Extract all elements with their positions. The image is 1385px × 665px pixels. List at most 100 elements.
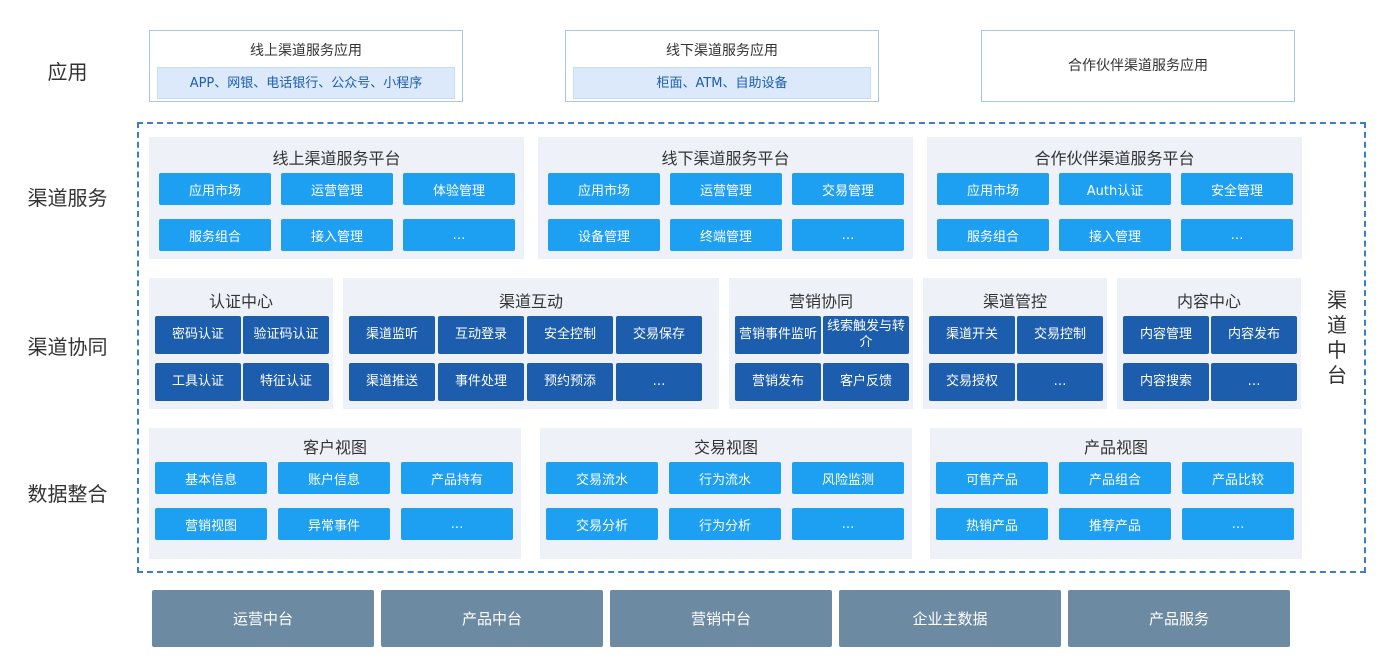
service-item[interactable]: 服务组合 xyxy=(159,219,271,251)
row-label-application: 应用 xyxy=(47,60,88,84)
collab-panel-title: 渠道互动 xyxy=(498,292,563,311)
collab-panel: 营销协同营销事件监听线索触发与转介营销发布客户反馈 xyxy=(729,278,913,409)
service-item[interactable]: 应用市场 xyxy=(159,173,271,205)
data-item[interactable]: 异常事件 xyxy=(278,508,390,540)
collab-item[interactable]: 验证码认证 xyxy=(243,316,329,354)
collab-item[interactable]: … xyxy=(616,363,702,401)
collab-item[interactable]: … xyxy=(1211,363,1297,401)
collab-panel: 渠道管控渠道开关交易控制交易授权… xyxy=(923,278,1107,409)
channel-middle-platform-region xyxy=(137,122,1366,573)
row-label-data-integration: 数据整合 xyxy=(27,482,108,506)
middle-platform-label: 渠道中台 xyxy=(1327,288,1347,387)
data-item[interactable]: 交易流水 xyxy=(546,462,658,494)
service-panel-title: 线上渠道服务平台 xyxy=(272,149,401,168)
bottom-platform-item[interactable]: 运营中台 xyxy=(152,590,374,647)
collab-item[interactable]: 内容搜索 xyxy=(1123,363,1209,401)
collab-panel: 渠道互动渠道监听互动登录安全控制交易保存渠道推送事件处理预约预添… xyxy=(343,278,719,409)
service-panel: 线上渠道服务平台应用市场运营管理体验管理服务组合接入管理 … xyxy=(149,137,524,259)
service-item[interactable]: 交易管理 xyxy=(792,173,904,205)
collab-item[interactable]: 工具认证 xyxy=(155,363,241,401)
service-item[interactable]: Auth认证 xyxy=(1059,173,1171,205)
service-item[interactable]: 接入管理 xyxy=(1059,219,1171,251)
app-offline-title: 线下渠道服务应用 xyxy=(666,43,778,59)
collab-panel: 认证中心密码认证验证码认证工具认证特征认证 xyxy=(149,278,333,409)
data-panel-title: 客户视图 xyxy=(302,438,367,457)
service-item[interactable]: … xyxy=(792,219,904,251)
app-partner-title: 合作伙伴渠道服务应用 xyxy=(1068,58,1208,74)
collab-item[interactable]: 渠道推送 xyxy=(349,363,435,401)
collab-item[interactable]: 事件处理 xyxy=(438,363,524,401)
collab-item[interactable]: 安全控制 xyxy=(527,316,613,354)
data-item[interactable]: 风险监测 xyxy=(792,462,904,494)
service-panel: 线下渠道服务平台应用市场运营管理交易管理设备管理终端管理… xyxy=(538,137,913,259)
service-item[interactable]: 安全管理 xyxy=(1181,173,1293,205)
collab-item[interactable]: 线索触发与转介 xyxy=(823,316,909,354)
collab-panel-title: 渠道管控 xyxy=(982,292,1047,311)
collab-item[interactable]: 交易授权 xyxy=(929,363,1015,401)
collab-item[interactable]: 特征认证 xyxy=(243,363,329,401)
collab-item[interactable]: 内容管理 xyxy=(1123,316,1209,354)
collab-panel-title: 营销协同 xyxy=(788,292,853,311)
service-panel-title: 合作伙伴渠道服务平台 xyxy=(1034,149,1195,168)
data-item[interactable]: 热销产品 xyxy=(936,508,1048,540)
app-offline-sub: 柜面、ATM、自助设备 xyxy=(573,67,871,99)
data-panel-title: 交易视图 xyxy=(693,438,758,457)
collab-item[interactable]: 营销事件监听 xyxy=(735,316,821,354)
app-online-sub: APP、网银、电话银行、公众号、小程序 xyxy=(157,67,455,99)
collab-item[interactable]: 密码认证 xyxy=(155,316,241,354)
data-panel: 产品视图可售产品产品组合产品比较热销产品推荐产品 … xyxy=(930,428,1302,559)
collab-panel-title: 内容中心 xyxy=(1176,292,1241,311)
app-partner: 合作伙伴渠道服务应用 xyxy=(981,30,1295,102)
service-item[interactable]: … xyxy=(1181,219,1293,251)
service-item[interactable]: 应用市场 xyxy=(937,173,1049,205)
collab-item[interactable]: 内容发布 xyxy=(1211,316,1297,354)
collab-item[interactable]: 渠道监听 xyxy=(349,316,435,354)
service-item[interactable]: 接入管理 xyxy=(281,219,393,251)
data-panel-title: 产品视图 xyxy=(1083,438,1148,457)
bottom-platform-item[interactable]: 产品中台 xyxy=(381,590,603,647)
data-item[interactable]: 行为流水 xyxy=(669,462,781,494)
service-item[interactable]: 运营管理 xyxy=(670,173,782,205)
data-item[interactable]: … xyxy=(1182,508,1294,540)
row-label-channel-collab: 渠道协同 xyxy=(27,335,108,359)
data-item[interactable]: 产品持有 xyxy=(401,462,513,494)
bottom-platform-item[interactable]: 营销中台 xyxy=(610,590,832,647)
data-item[interactable]: 账户信息 xyxy=(278,462,390,494)
app-offline: 线下渠道服务应用 柜面、ATM、自助设备 xyxy=(565,30,879,102)
service-item[interactable]: 运营管理 xyxy=(281,173,393,205)
service-item[interactable]: … xyxy=(403,219,515,251)
collab-panel-title: 认证中心 xyxy=(208,292,273,311)
data-item[interactable]: 可售产品 xyxy=(936,462,1048,494)
row-label-channel-service: 渠道服务 xyxy=(27,186,108,210)
bottom-platform-item[interactable]: 企业主数据 xyxy=(839,590,1061,647)
data-item[interactable]: 营销视图 xyxy=(155,508,267,540)
data-item[interactable]: 行为分析 xyxy=(669,508,781,540)
collab-item[interactable]: 客户反馈 xyxy=(823,363,909,401)
collab-item[interactable]: 渠道开关 xyxy=(929,316,1015,354)
data-item[interactable]: 交易分析 xyxy=(546,508,658,540)
service-item[interactable]: 体验管理 xyxy=(403,173,515,205)
data-item[interactable]: 产品比较 xyxy=(1182,462,1294,494)
data-panel: 交易视图交易流水行为流水风险监测交易分析行为分析 … xyxy=(540,428,912,559)
collab-item[interactable]: 交易保存 xyxy=(616,316,702,354)
collab-item[interactable]: 营销发布 xyxy=(735,363,821,401)
collab-item[interactable]: … xyxy=(1017,363,1103,401)
app-online: 线上渠道服务应用 APP、网银、电话银行、公众号、小程序 xyxy=(149,30,463,102)
app-online-title: 线上渠道服务应用 xyxy=(250,43,362,59)
data-item[interactable]: … xyxy=(792,508,904,540)
data-item[interactable]: 推荐产品 xyxy=(1059,508,1171,540)
data-item[interactable]: 基本信息 xyxy=(155,462,267,494)
data-panel: 客户视图基本信息账户信息产品持有营销视图异常事件 … xyxy=(149,428,521,559)
collab-item[interactable]: 预约预添 xyxy=(527,363,613,401)
service-item[interactable]: 设备管理 xyxy=(548,219,660,251)
service-item[interactable]: 终端管理 xyxy=(670,219,782,251)
collab-panel: 内容中心内容管理内容发布内容搜索… xyxy=(1117,278,1301,409)
collab-item[interactable]: 交易控制 xyxy=(1017,316,1103,354)
service-item[interactable]: 服务组合 xyxy=(937,219,1049,251)
service-panel: 合作伙伴渠道服务平台应用市场 Auth认证安全管理服务组合接入管理 … xyxy=(927,137,1302,259)
data-item[interactable]: … xyxy=(401,508,513,540)
bottom-platform-item[interactable]: 产品服务 xyxy=(1068,590,1290,647)
collab-item[interactable]: 互动登录 xyxy=(438,316,524,354)
service-item[interactable]: 应用市场 xyxy=(548,173,660,205)
data-item[interactable]: 产品组合 xyxy=(1059,462,1171,494)
